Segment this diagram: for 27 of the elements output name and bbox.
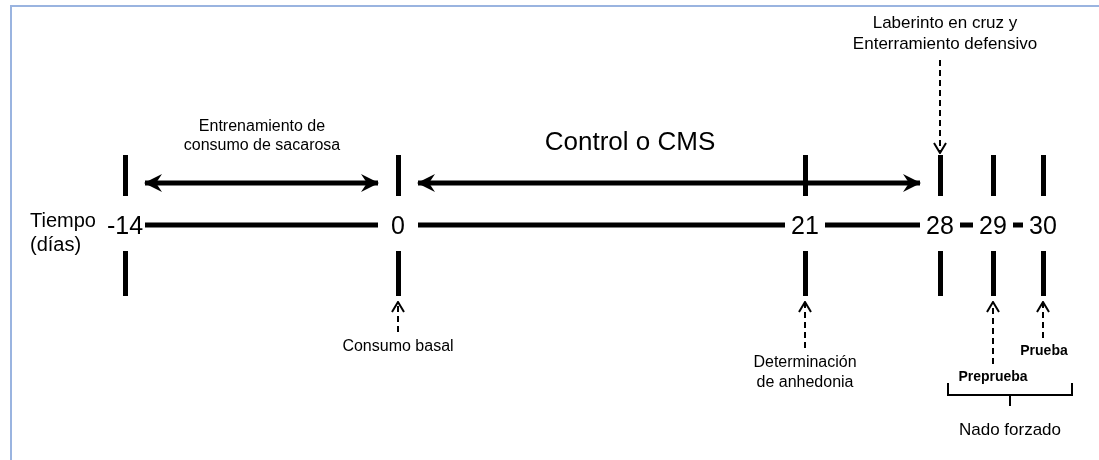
event-label: Preprueba [955, 368, 1031, 388]
timeline-tick [105, 155, 145, 298]
timeline-line [825, 222, 920, 228]
event-label: Consumo basal [333, 336, 463, 358]
double-headed-arrow [144, 174, 379, 192]
timeline-line [418, 222, 785, 228]
dashed-arrow [1036, 301, 1050, 339]
timeline-line [1013, 222, 1023, 228]
day-number: 29 [978, 210, 1008, 240]
event-label: Determinación de anhedonia [745, 352, 865, 396]
event-label: Laberinto en cruz y Enterramiento defensivo [835, 12, 1055, 56]
timeline-line [960, 222, 973, 228]
dashed-arrow [798, 301, 812, 349]
double-headed-arrow [417, 174, 921, 192]
dashed-arrow [933, 59, 947, 154]
day-number: 0 [390, 210, 406, 240]
edge-label: Control o CMS [543, 126, 717, 158]
day-number: 28 [925, 210, 955, 240]
day-number: -14 [105, 210, 145, 240]
event-label: Prueba [1016, 342, 1072, 362]
group-label: Nado forzado [957, 420, 1063, 441]
dashed-arrow [986, 301, 1000, 365]
timeline-line [145, 222, 378, 228]
edge-label: Entrenamiento de consumo de sacarosa [182, 116, 342, 155]
dashed-arrow [391, 301, 405, 333]
day-number: 30 [1028, 210, 1058, 240]
day-number: 21 [790, 210, 820, 240]
